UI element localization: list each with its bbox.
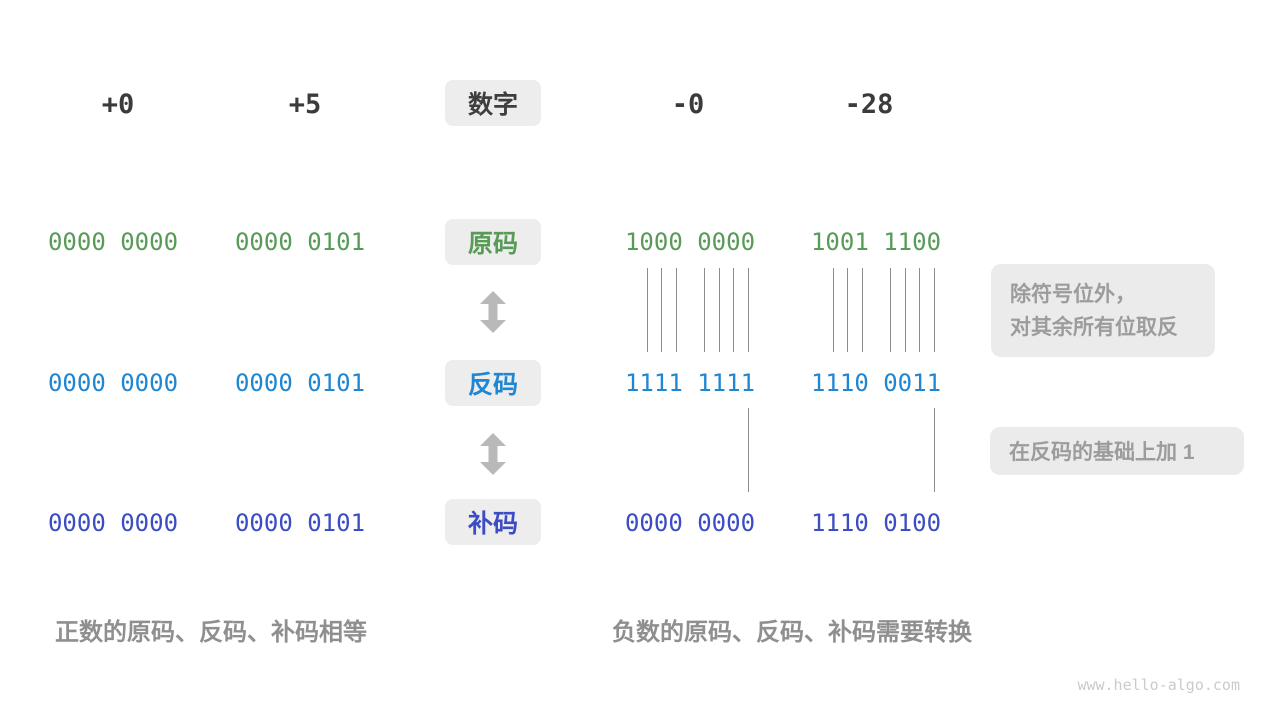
tick-line: [704, 268, 705, 352]
caption-negative-numbers: 负数的原码、反码、补码需要转换: [612, 618, 972, 646]
tick-line: [719, 268, 720, 352]
annotation-invert-line2: 对其余所有位取反: [1010, 315, 1178, 339]
tag-ones-complement: 反码: [445, 360, 541, 406]
tick-line: [748, 408, 749, 492]
sign-magnitude-value-minus28: 1001 1100: [810, 228, 942, 256]
double-arrow-icon: [480, 433, 506, 475]
sign-magnitude-value-plus5: 0000 0101: [234, 228, 366, 256]
header-number-plus5: +5: [288, 88, 322, 120]
tick-line: [905, 268, 906, 352]
tag-twos-complement: 补码: [445, 499, 541, 545]
header-number-minus28: -28: [844, 88, 894, 120]
twos-complement-value-minus28: 1110 0100: [810, 509, 942, 537]
ones-complement-value-plus5: 0000 0101: [234, 369, 366, 397]
watermark: www.hello-algo.com: [1077, 676, 1240, 694]
ones-complement-value-minus0: 1111 1111: [624, 369, 756, 397]
annotation-add-one: 在反码的基础上加 1: [990, 427, 1244, 475]
header-number-minus0: -0: [671, 88, 705, 120]
sign-magnitude-value-minus0: 1000 0000: [624, 228, 756, 256]
tick-line: [647, 268, 648, 352]
tick-line: [748, 268, 749, 352]
tick-line: [934, 268, 935, 352]
twos-complement-value-plus5: 0000 0101: [234, 509, 366, 537]
tag-sign-magnitude: 原码: [445, 219, 541, 265]
tag-sign-magnitude-label: 原码: [467, 230, 518, 258]
tick-line: [862, 268, 863, 352]
tick-line: [661, 268, 662, 352]
ones-complement-value-minus28: 1110 0011: [810, 369, 942, 397]
annotation-invert-line1: 除符号位外，: [1010, 282, 1136, 306]
caption-positive-numbers: 正数的原码、反码、补码相等: [55, 618, 367, 646]
header-number-plus0: +0: [101, 88, 135, 120]
tag-twos-complement-label: 补码: [467, 510, 518, 538]
twos-complement-value-plus0: 0000 0000: [47, 509, 179, 537]
tick-line: [890, 268, 891, 352]
annotation-invert-bits: 除符号位外， 对其余所有位取反: [991, 264, 1215, 357]
tick-line: [733, 268, 734, 352]
sign-magnitude-value-plus0: 0000 0000: [47, 228, 179, 256]
twos-complement-value-minus0: 0000 0000: [624, 509, 756, 537]
tick-line: [847, 268, 848, 352]
tick-line: [676, 268, 677, 352]
tag-number: 数字: [445, 80, 541, 126]
tick-line: [934, 408, 935, 492]
ones-complement-value-plus0: 0000 0000: [47, 369, 179, 397]
double-arrow-icon: [480, 291, 506, 333]
tag-number-label: 数字: [467, 91, 518, 119]
tick-line: [833, 268, 834, 352]
tag-ones-complement-label: 反码: [467, 371, 518, 399]
tick-line: [919, 268, 920, 352]
annotation-add-one-text: 在反码的基础上加 1: [1009, 441, 1195, 464]
